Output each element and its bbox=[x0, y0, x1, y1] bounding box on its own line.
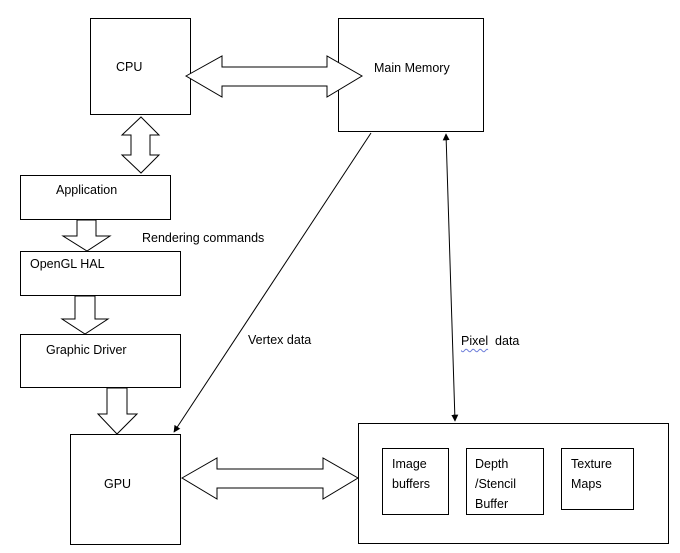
texture-maps-box bbox=[561, 448, 634, 510]
cpu-memory-double-arrow bbox=[184, 55, 363, 98]
application-hal-arrow bbox=[61, 219, 112, 252]
opengl-hal-box bbox=[20, 251, 181, 296]
gpu-framebuffer-double-arrow bbox=[181, 457, 359, 500]
driver-gpu-arrow bbox=[96, 387, 139, 435]
gpu-box bbox=[70, 434, 181, 545]
depth-stencil-box bbox=[466, 448, 544, 515]
pixel-data-arrow bbox=[442, 133, 459, 422]
main-memory-label: Main Memory bbox=[374, 61, 450, 75]
application-box bbox=[20, 175, 171, 220]
image-buffers-box bbox=[382, 448, 449, 515]
application-label: Application bbox=[56, 183, 118, 197]
cpu-label: CPU bbox=[116, 60, 143, 74]
gpu-label: GPU bbox=[104, 477, 132, 491]
cpu-box bbox=[90, 18, 191, 115]
depth-stencil-label: Depth /Stencil Buffer bbox=[475, 457, 516, 511]
pixel-data-word2: data bbox=[495, 334, 520, 348]
main-memory-box bbox=[338, 18, 484, 132]
rendering-commands-label: Rendering commands bbox=[142, 231, 265, 245]
opengl-hal-label: OpenGL HAL bbox=[30, 257, 105, 271]
hal-driver-arrow bbox=[60, 295, 110, 335]
texture-maps-label: Texture Maps bbox=[571, 457, 612, 491]
pixel-data-word1: Pixel bbox=[461, 334, 489, 348]
cpu-application-double-arrow bbox=[120, 116, 161, 174]
vertex-data-label: Vertex data bbox=[248, 333, 312, 347]
vertex-data-arrow bbox=[173, 132, 372, 433]
graphic-driver-box bbox=[20, 334, 181, 388]
graphic-driver-label: Graphic Driver bbox=[46, 343, 127, 357]
pixel-data-label: Pixel data bbox=[461, 331, 519, 351]
image-buffers-label: Image buffers bbox=[392, 457, 430, 491]
